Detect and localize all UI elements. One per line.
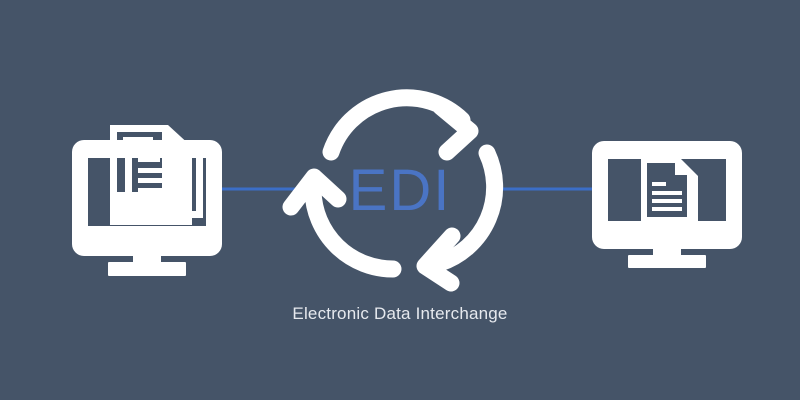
edi-cycle-group: EDI [282, 89, 504, 292]
document-on-screen [641, 157, 698, 224]
circular-arrows-icon [282, 89, 504, 292]
document-right-title-line [652, 182, 666, 186]
caption-label: Electronic Data Interchange [292, 304, 507, 323]
document-front-line-4 [138, 198, 190, 203]
document-right-line-3 [652, 207, 682, 211]
document-right-line-2 [652, 199, 682, 203]
document-front-line-2 [138, 178, 190, 183]
monitor-frame-right [592, 141, 742, 249]
document-back-line [123, 137, 153, 144]
monitor-with-document-icon [592, 141, 742, 268]
source-computer-node [72, 125, 222, 276]
monitor-base-right [628, 255, 706, 268]
document-front-line-1 [138, 168, 190, 173]
destination-computer-node [592, 141, 742, 268]
document-right-line-1 [652, 191, 682, 195]
monitor-base [108, 262, 186, 276]
monitor-frame [72, 140, 222, 256]
cycle-arc-top [322, 89, 479, 161]
cycle-arc-right [416, 144, 504, 292]
document-front-line-3 [138, 188, 190, 193]
cycle-arc-left [282, 168, 402, 278]
edi-acronym: EDI [349, 158, 452, 223]
document-front-title-line [138, 155, 160, 162]
monitor-with-documents-icon [72, 125, 222, 276]
